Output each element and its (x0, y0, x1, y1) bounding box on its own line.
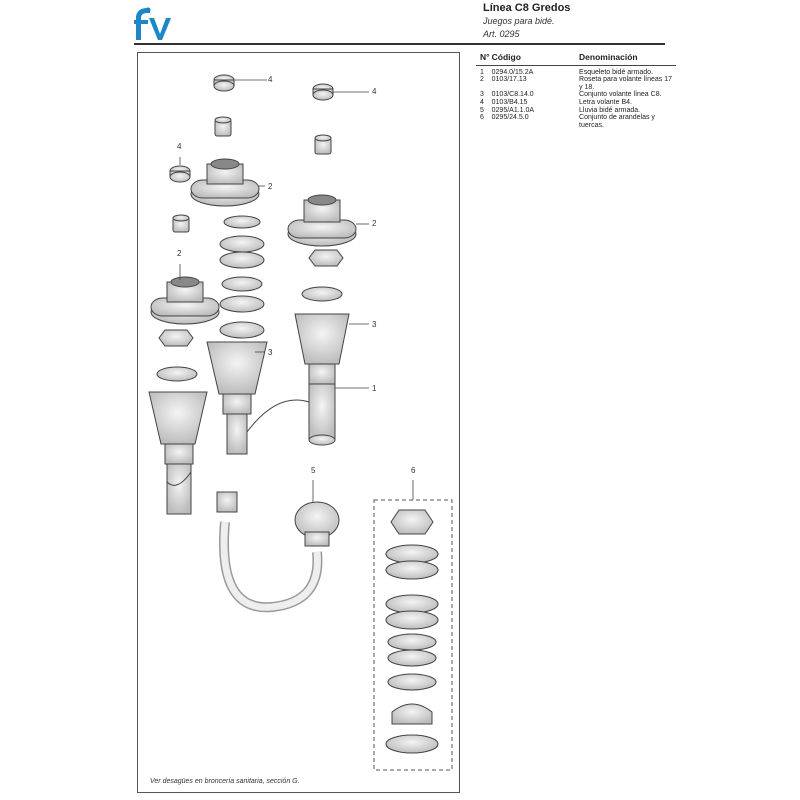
article-number: Art. 0295 (483, 29, 520, 39)
callout-label: 2 (177, 249, 182, 258)
hex-nut (308, 249, 344, 267)
cap-part-4 (213, 74, 235, 92)
row-num: 5 (480, 106, 484, 114)
handle-part-3 (148, 366, 208, 465)
col-code-header: Código (491, 52, 521, 62)
exploded-view-drawing (148, 74, 453, 771)
row-name: Letra volante B4. (579, 98, 632, 106)
handle-part-3 (294, 286, 350, 385)
nut (214, 116, 232, 137)
washer-stack (219, 215, 265, 339)
nut (172, 214, 190, 233)
fv-logo (134, 7, 171, 40)
row-num: 2 (480, 76, 484, 84)
callout-label: 3 (268, 348, 273, 357)
hex-nut (158, 329, 194, 347)
row-num: 6 (480, 114, 484, 122)
callout-label: 2 (372, 219, 377, 228)
callout-label: 4 (372, 87, 377, 96)
row-num: 1 (480, 68, 484, 76)
header-rule (134, 43, 665, 45)
row-code: 0103/C8.14.0 (491, 91, 534, 99)
table-row: 5 0295/A1.1.0A Lluvia bidé armada. (476, 107, 676, 115)
row-name: Conjunto de arandelas y tuercas. (579, 114, 655, 129)
nut (314, 134, 332, 155)
callout-label: 1 (372, 384, 377, 393)
row-num: 4 (480, 98, 484, 106)
table-row: 4 0103/B4.15 Letra volante B4. (476, 99, 676, 107)
callout-label: 2 (268, 182, 273, 191)
rosette-part-2 (190, 158, 260, 207)
rosette-part-2 (287, 194, 357, 247)
handle-part-3 (206, 341, 268, 415)
callout-label: 6 (411, 466, 416, 475)
table-row: 1 0294.0/15.2A Esqueleto bidé armado. (476, 69, 676, 77)
cap-part-4 (312, 83, 334, 101)
parts-table-header: N° Código Denominación (476, 52, 676, 66)
callout-label: 4 (177, 142, 182, 151)
shower-part-5 (216, 491, 340, 613)
row-code: 0295/24.5.0 (491, 114, 529, 122)
col-num-header: N° (480, 52, 490, 62)
row-name: Esqueleto bidé armado. (579, 68, 653, 76)
page-title: Línea C8 Gredos (483, 2, 571, 14)
row-code: 0103/B4.15 (491, 98, 528, 106)
page-subtitle: Juegos para bidé. (483, 16, 555, 26)
footnote: Ver desagües en broncería sanitaria, sec… (150, 778, 300, 785)
table-row: 2 0103/17.13 Roseta para volante líneas … (476, 76, 676, 91)
callout-label: 5 (311, 466, 316, 475)
rosette-part-2 (150, 276, 220, 325)
row-num: 3 (480, 91, 484, 99)
cap-part-4 (169, 165, 191, 183)
col-name-header: Denominación (579, 52, 638, 62)
parts-table: N° Código Denominación 1 0294.0/15.2A Es… (476, 52, 676, 129)
row-code: 0295/A1.1.0A (491, 106, 535, 114)
row-name: Lluvia bidé armada. (579, 106, 641, 114)
row-name: Conjunto volante línea C8. (579, 91, 662, 99)
drawing-frame (137, 52, 460, 793)
row-name: Roseta para volante líneas 17 y 18. (579, 76, 673, 91)
callout-label: 3 (372, 320, 377, 329)
table-row: 3 0103/C8.14.0 Conjunto volante línea C8… (476, 91, 676, 99)
washer-set-part-6 (385, 509, 439, 754)
row-code: 0294.0/15.2A (491, 68, 534, 76)
callout-label: 4 (268, 75, 273, 84)
row-code: 0103/17.13 (491, 76, 527, 84)
table-row: 6 0295/24.5.0 Conjunto de arandelas y tu… (476, 114, 676, 129)
body-part-1 (166, 383, 336, 515)
